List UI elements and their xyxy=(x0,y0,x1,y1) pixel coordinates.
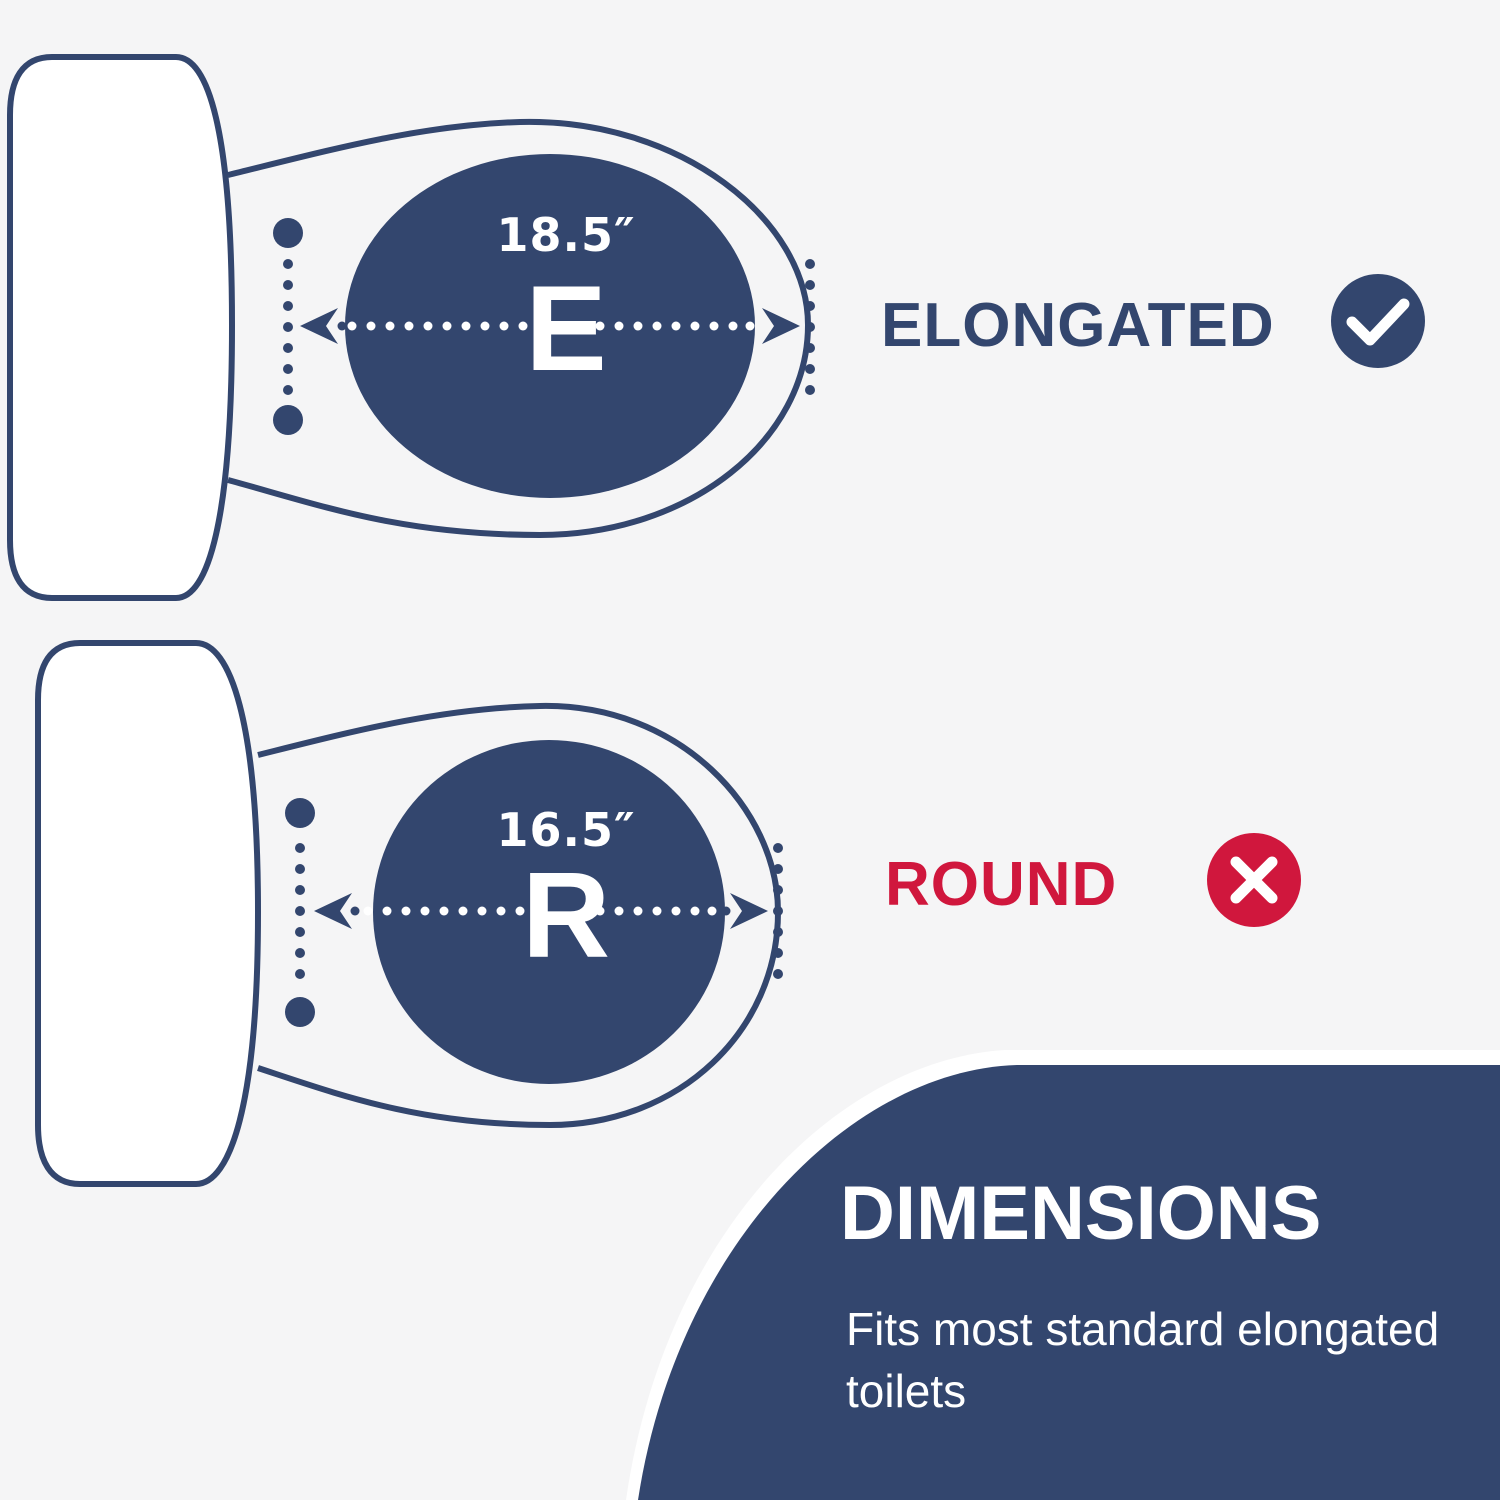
round-measurement: 16.5″ xyxy=(496,803,635,857)
round-label: ROUND xyxy=(885,850,1117,919)
round-arrow-right-head xyxy=(730,893,768,929)
elongated-label: ELONGATED xyxy=(881,291,1275,360)
round-tank xyxy=(35,640,262,1187)
x-circle-icon xyxy=(1207,833,1301,927)
round-right-dotted-marker xyxy=(773,843,783,979)
elongated-tank xyxy=(7,54,236,601)
round-width-arrow xyxy=(314,893,768,929)
dimensions-title: DIMENSIONS xyxy=(840,1171,1322,1256)
elongated-arrow-left-head xyxy=(300,308,338,344)
elongated-toilet: 18.5″ E xyxy=(7,54,815,601)
elongated-letter: E xyxy=(525,260,606,396)
round-left-dotted-marker xyxy=(285,798,315,1027)
check-circle-icon xyxy=(1331,274,1425,368)
round-seat-opening xyxy=(373,740,725,1084)
dimensions-panel xyxy=(638,1065,1500,1500)
round-toilet: 16.5″ R xyxy=(35,640,783,1187)
elongated-arrow-right-head xyxy=(762,308,800,344)
dimensions-subtitle: Fits most standard elongated toilets xyxy=(846,1303,1440,1417)
elongated-measurement: 18.5″ xyxy=(496,208,635,262)
elongated-right-dotted-marker xyxy=(805,259,815,395)
elongated-width-arrow xyxy=(300,308,800,344)
elongated-seat-opening xyxy=(345,154,755,498)
round-letter: R xyxy=(522,847,610,983)
elongated-left-dotted-marker xyxy=(273,218,303,435)
round-arrow-left-head xyxy=(314,893,352,929)
